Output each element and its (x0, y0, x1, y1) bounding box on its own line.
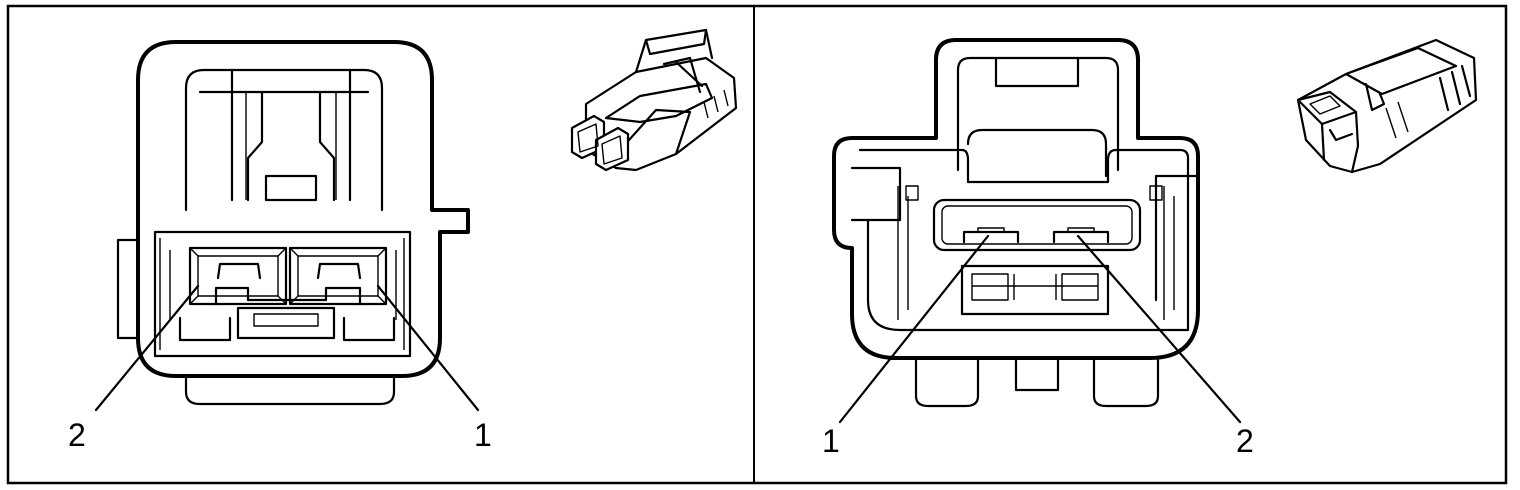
leader-line-1-left (376, 284, 480, 412)
callout-1-right: 1 (822, 423, 840, 459)
leader-line-1-right (838, 234, 990, 424)
outer-frame (6, 4, 1508, 485)
left-connector-isometric-thumbnail (570, 28, 738, 172)
leader-line-2-right (1076, 234, 1242, 424)
right-connector-face (832, 38, 1200, 408)
leader-line-2-left (94, 284, 200, 412)
callout-1-left: 1 (474, 417, 492, 453)
left-connector-face (116, 40, 470, 406)
callout-2-left: 2 (68, 417, 86, 453)
callout-2-right: 2 (1236, 423, 1254, 459)
right-connector-isometric-thumbnail (1296, 38, 1478, 174)
